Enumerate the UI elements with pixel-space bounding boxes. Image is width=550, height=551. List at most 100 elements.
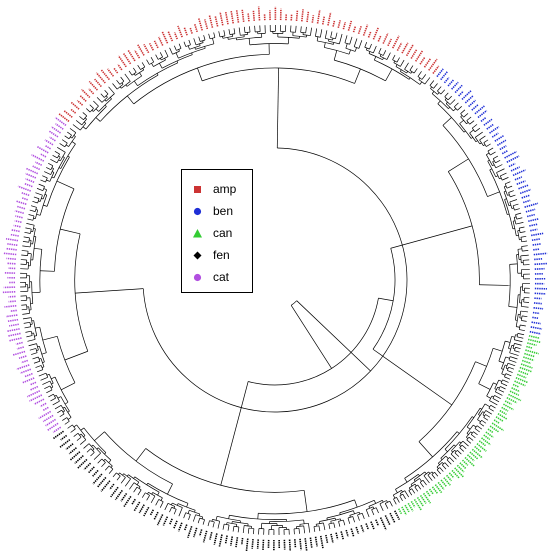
dendrogram-branch xyxy=(487,150,491,156)
leaf-label-mark xyxy=(365,523,370,531)
dendrogram-branch xyxy=(444,92,449,97)
leaf-label-mark xyxy=(416,497,424,507)
dendrogram-branch xyxy=(522,250,529,252)
leaf-label-mark xyxy=(529,223,538,227)
dendrogram-branch xyxy=(277,36,300,39)
dendrogram-branch xyxy=(33,196,40,200)
dendrogram-branch xyxy=(37,345,40,348)
leaf-label-mark xyxy=(224,11,229,25)
dendrogram-branch xyxy=(500,172,507,177)
dendrogram-branch xyxy=(193,38,197,46)
dendrogram-branch xyxy=(379,54,382,57)
dendrogram-branch xyxy=(520,310,529,313)
dendrogram-branch xyxy=(79,439,87,445)
dendrogram-branch xyxy=(61,139,68,144)
dendrogram-branch xyxy=(481,419,487,424)
dendrogram-branch xyxy=(31,352,38,355)
dendrogram-branch xyxy=(174,45,177,51)
dendrogram-branch xyxy=(347,517,351,524)
leaf-label-mark xyxy=(476,443,487,452)
leaf-label-mark xyxy=(325,534,329,544)
dendrogram-branch xyxy=(324,30,328,39)
dendrogram-branch xyxy=(354,47,357,52)
leaf-label-mark xyxy=(410,500,416,508)
dendrogram-branch xyxy=(517,249,520,260)
dendrogram-branch xyxy=(116,84,124,90)
dendrogram-branch xyxy=(57,396,62,399)
dendrogram-branch xyxy=(466,431,471,438)
dendrogram-branch xyxy=(459,119,464,124)
dendrogram-branch xyxy=(212,521,215,528)
leaf-label-mark xyxy=(314,536,318,547)
dendrogram-branch xyxy=(368,51,371,54)
dendrogram-branch xyxy=(28,237,30,243)
leaf-label-mark xyxy=(401,42,409,54)
dendrogram-branch xyxy=(300,26,302,33)
dendrogram-branch xyxy=(436,466,439,469)
leaf-label-mark xyxy=(53,430,64,440)
leaf-label-mark xyxy=(340,531,345,540)
dendrogram-branch xyxy=(514,347,516,351)
dendrogram-branch xyxy=(223,30,226,36)
dendrogram-branch xyxy=(49,380,54,388)
leaf-label-mark xyxy=(422,492,432,504)
leaf-label-mark xyxy=(173,520,178,529)
dendrogram-branch xyxy=(354,68,361,84)
leaf-label-mark xyxy=(397,508,403,515)
dendrogram-branch xyxy=(228,36,245,40)
dendrogram-branch xyxy=(475,361,487,367)
dendrogram-branch xyxy=(237,526,240,533)
dendrogram-branch xyxy=(82,112,88,117)
leaf-label-mark xyxy=(432,65,440,74)
dendrogram-branch xyxy=(475,131,483,138)
dendrogram-branch xyxy=(500,386,506,390)
leaf-label-mark xyxy=(161,31,169,44)
leaf-label-mark xyxy=(355,526,360,535)
dendrogram-branch xyxy=(23,321,30,324)
dendrogram-branch xyxy=(218,31,221,38)
dendrogram-branch xyxy=(509,263,518,265)
leaf-label-mark xyxy=(528,218,539,222)
dendrogram-branch xyxy=(496,168,505,173)
dendrogram-branch xyxy=(521,246,523,252)
dendrogram-branch xyxy=(133,73,136,76)
leaf-label-mark xyxy=(38,410,52,420)
leaf-label-mark xyxy=(469,451,479,460)
leaf-label-mark xyxy=(319,535,324,549)
dendrogram-branch xyxy=(108,86,115,94)
leaf-label-mark xyxy=(434,484,443,494)
dendrogram-branch xyxy=(478,348,494,384)
dendrogram-branch xyxy=(79,116,84,121)
leaf-label-mark xyxy=(501,406,509,412)
dendrogram-branch xyxy=(222,523,225,530)
leaf-label-mark xyxy=(16,205,26,210)
dendrogram-branch xyxy=(459,447,465,452)
dendrogram-branch xyxy=(292,35,307,38)
leaf-label-mark xyxy=(372,26,380,40)
dendrogram-branch xyxy=(186,503,189,508)
dendrogram-branch xyxy=(418,474,420,477)
dendrogram-branch xyxy=(504,199,514,229)
dendrogram-branch xyxy=(213,32,216,38)
dendrogram-branch xyxy=(353,510,355,514)
leaf-label-mark xyxy=(14,210,24,214)
dendrogram-branch xyxy=(150,56,155,63)
dendrogram-branch xyxy=(498,360,504,364)
dendrogram-branch xyxy=(135,448,147,462)
dendrogram-branch xyxy=(175,52,179,59)
dendrogram-branch xyxy=(195,42,204,46)
dendrogram-branch xyxy=(508,366,515,370)
dendrogram-branch xyxy=(436,469,441,475)
leaf-label-mark xyxy=(491,132,499,138)
dendrogram-branch xyxy=(122,473,125,476)
leaf-label-mark xyxy=(384,515,391,526)
leaf-label-mark xyxy=(235,10,240,23)
dendrogram-branch xyxy=(493,382,497,385)
leaf-label-mark xyxy=(29,381,37,386)
dendrogram-branch xyxy=(469,129,474,134)
dendrogram-branch xyxy=(521,306,529,308)
dendrogram-branch xyxy=(97,458,103,464)
leaf-label-mark xyxy=(204,19,209,30)
leaf-label-mark xyxy=(247,13,250,22)
dendrogram-branch xyxy=(378,53,384,56)
